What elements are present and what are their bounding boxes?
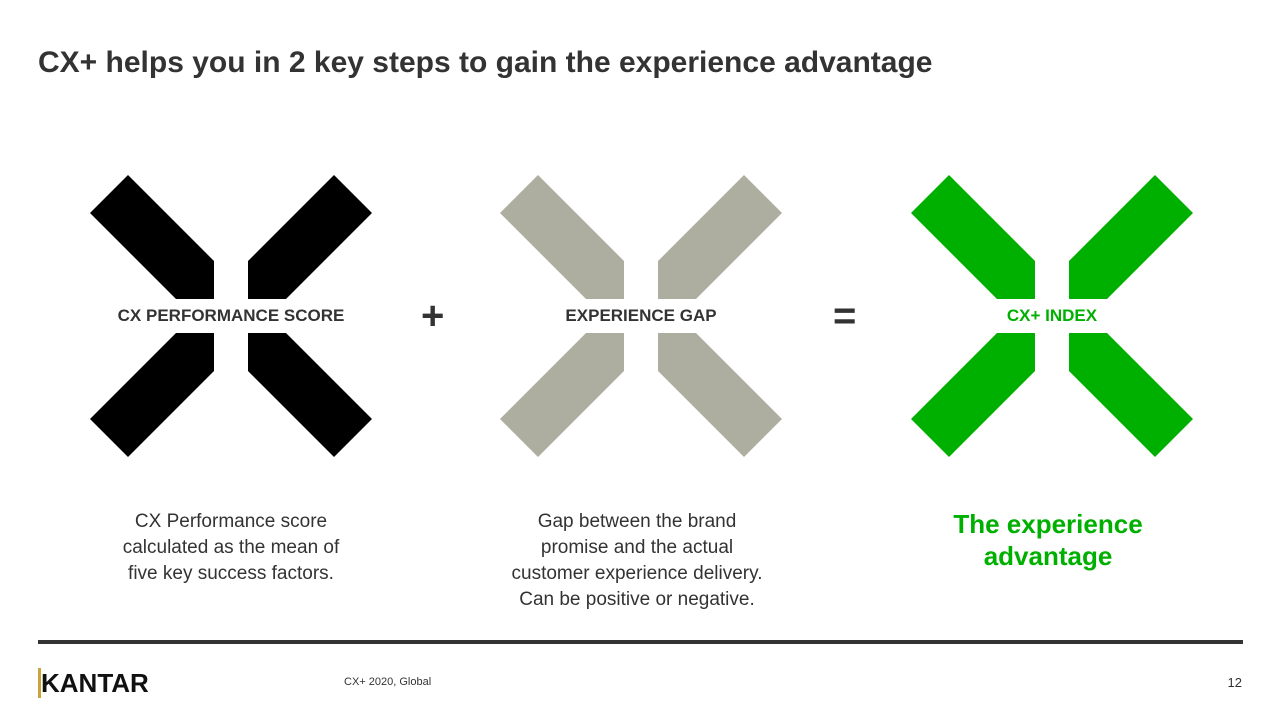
cx-index-label: CX+ INDEX: [1006, 306, 1098, 325]
x-shape-index: CX+ INDEX: [911, 175, 1193, 457]
x-shape-gap: EXPERIENCE GAP: [500, 175, 782, 457]
x-icon-green: [911, 175, 1193, 457]
equals-operator: =: [833, 294, 857, 338]
slide-title: CX+ helps you in 2 key steps to gain the…: [38, 46, 933, 79]
kantar-logo: KANTAR: [38, 668, 149, 699]
x-shape-performance: CX PERFORMANCE SCORE: [90, 175, 372, 457]
desc-line: promise and the actual: [540, 537, 734, 558]
desc-line: Can be positive or negative.: [519, 589, 755, 610]
page-number: 12: [1227, 675, 1242, 690]
x-icon-gray: [500, 175, 782, 457]
footer-divider: [38, 640, 1243, 644]
index-description: The experience advantage: [898, 508, 1198, 572]
desc-line: CX Performance score: [134, 511, 328, 532]
desc-line: The experience: [953, 509, 1143, 539]
performance-score-label: CX PERFORMANCE SCORE: [117, 306, 345, 325]
desc-line: calculated as the mean of: [122, 537, 340, 558]
desc-line: advantage: [983, 541, 1113, 571]
experience-gap-label: EXPERIENCE GAP: [565, 306, 717, 325]
source-note: CX+ 2020, Global: [344, 676, 432, 688]
desc-line: customer experience delivery.: [511, 563, 763, 584]
gap-description: Gap between the brand promise and the ac…: [467, 509, 807, 613]
plus-operator: +: [421, 294, 445, 338]
x-icon-black: [90, 175, 372, 457]
desc-line: Gap between the brand: [537, 511, 737, 532]
desc-line: five key success factors.: [128, 563, 334, 584]
performance-description: CX Performance score calculated as the m…: [61, 509, 401, 587]
logo-text: KANTAR: [38, 668, 149, 698]
